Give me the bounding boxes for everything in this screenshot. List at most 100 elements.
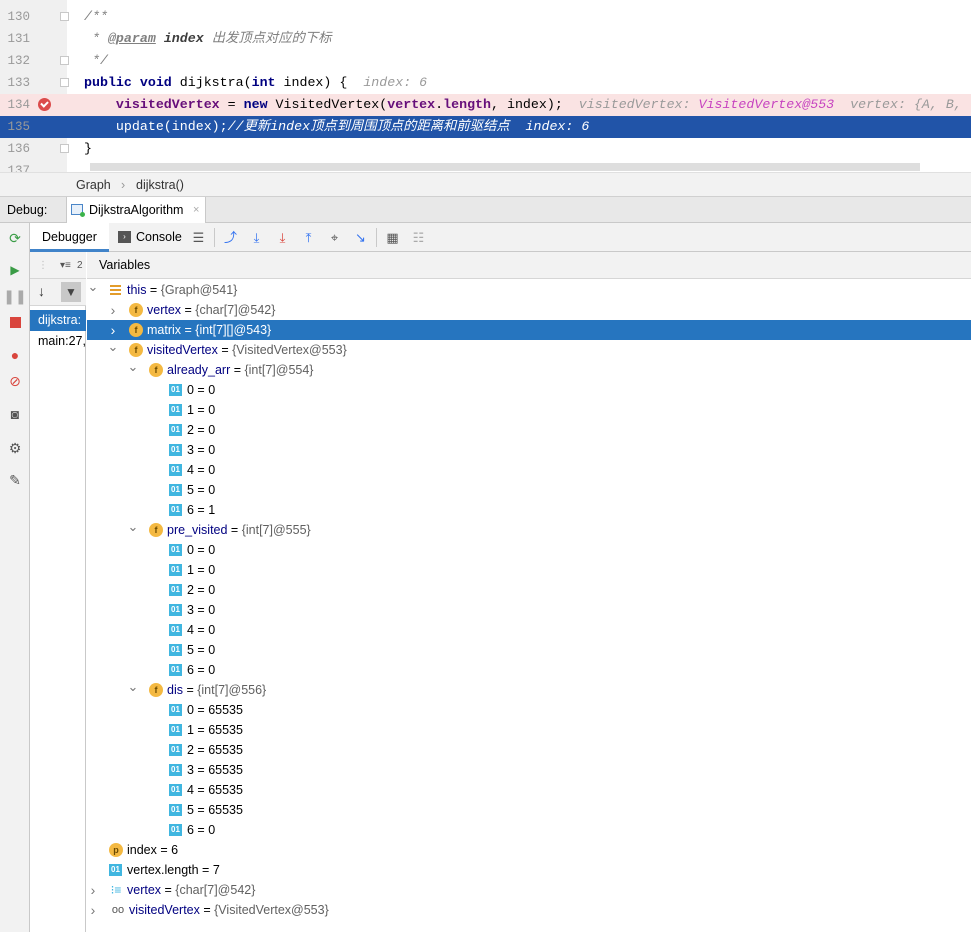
step-over-icon[interactable]: ⤓ (253, 230, 260, 245)
down-arrow-icon[interactable]: ↓ (38, 283, 45, 299)
variables-header: Variables (87, 252, 971, 279)
variable-value: 7 (212, 863, 220, 877)
variable-name: 0 (187, 543, 194, 557)
stack-frame-item[interactable]: dijkstra: (30, 310, 86, 331)
code-line[interactable]: 131 * @param index 出发顶点对应的下标 (0, 28, 971, 50)
pause-icon[interactable]: ❚❚ (3, 288, 27, 304)
line-number[interactable]: 132 (7, 54, 30, 68)
variable-row[interactable]: ›⁝≡vertex = {char[7]@542} (87, 880, 971, 900)
thread-dropdown[interactable]: ⋮ (38, 260, 48, 271)
rerun-icon[interactable]: ⟳ (9, 230, 21, 246)
code-line[interactable]: 135 update(index);//更新index顶点到周围顶点的距离和前驱… (0, 116, 971, 138)
chevron-right-icon[interactable]: › (90, 882, 96, 898)
chevron-down-icon[interactable]: ⌄ (127, 359, 139, 374)
line-number[interactable]: 137 (7, 164, 30, 172)
chevron-right-icon[interactable]: › (110, 302, 116, 318)
stack-frame-item[interactable]: main:27, (38, 334, 86, 348)
chevron-down-icon[interactable]: ⌄ (127, 519, 139, 534)
line-number[interactable]: 136 (7, 142, 30, 156)
resume-icon[interactable]: ▶ (10, 263, 20, 277)
fold-marker-icon[interactable] (60, 12, 69, 21)
view-breakpoints-icon[interactable]: ● (10, 347, 20, 363)
code-line[interactable]: 134 visitedVertex = new VisitedVertex(ve… (0, 94, 971, 116)
chevron-down-icon[interactable]: ⌄ (107, 339, 119, 354)
tab-debugger[interactable]: Debugger (30, 223, 109, 252)
chevron-right-icon[interactable]: › (90, 902, 96, 918)
code-line[interactable]: 136} (0, 138, 971, 160)
drop-frame-icon[interactable]: ⌖ (330, 230, 339, 245)
fold-marker-icon[interactable] (60, 144, 69, 153)
line-number[interactable]: 131 (7, 32, 30, 46)
evaluate-expression-icon[interactable]: ▦ (386, 230, 399, 245)
breakpoint-icon[interactable] (38, 98, 51, 111)
breadcrumb-method[interactable]: dijkstra() (136, 178, 184, 192)
trace-icon[interactable]: ☷ (412, 230, 425, 245)
variable-name: 1 (187, 563, 194, 577)
line-number[interactable]: 134 (7, 98, 30, 112)
variable-row[interactable]: ⌄this = {Graph@541} (87, 279, 971, 300)
code-token (156, 31, 164, 46)
line-number[interactable]: 133 (7, 76, 30, 90)
step-into-icon[interactable]: ⤓ (279, 230, 286, 245)
step-out-icon[interactable]: ⤒ (305, 230, 312, 245)
code-line[interactable]: 132 */ (0, 50, 971, 72)
gear-icon[interactable]: ⚙ (8, 440, 22, 456)
frames-menu-icon[interactable]: ▾≡ (60, 260, 71, 271)
run-to-cursor-icon[interactable]: ↘ (355, 230, 366, 245)
code-line[interactable]: 137 (0, 160, 971, 172)
code-line[interactable]: 130/** (0, 6, 971, 28)
fold-marker-icon[interactable] (60, 56, 69, 65)
line-number[interactable]: 130 (7, 10, 30, 24)
editor-horizontal-scrollbar[interactable] (90, 163, 920, 171)
debug-session-tab[interactable]: DijkstraAlgorithm × (66, 197, 207, 223)
camera-icon[interactable]: ◙ (10, 406, 20, 422)
pin-icon[interactable]: ✎ (9, 472, 21, 488)
layout-menu-icon[interactable]: ☰ (192, 230, 205, 245)
fold-marker-icon[interactable] (60, 78, 69, 87)
breadcrumb-class[interactable]: Graph (76, 178, 111, 192)
mute-breakpoints-icon[interactable]: ⊘ (9, 373, 21, 389)
editor-gutter[interactable] (0, 0, 67, 172)
line-number[interactable]: 135 (7, 120, 30, 134)
chevron-right-icon[interactable]: › (110, 322, 116, 338)
stop-icon[interactable] (7, 314, 23, 330)
show-execution-point-icon[interactable]: ⤴ (223, 230, 237, 245)
close-tab-icon[interactable]: × (193, 204, 200, 216)
chevron-down-icon[interactable]: ⌄ (87, 279, 99, 294)
filter-icon[interactable]: ▼ (61, 282, 81, 302)
tab-console[interactable]: › Console (112, 223, 194, 252)
chevron-down-icon[interactable]: ⌄ (127, 679, 139, 694)
